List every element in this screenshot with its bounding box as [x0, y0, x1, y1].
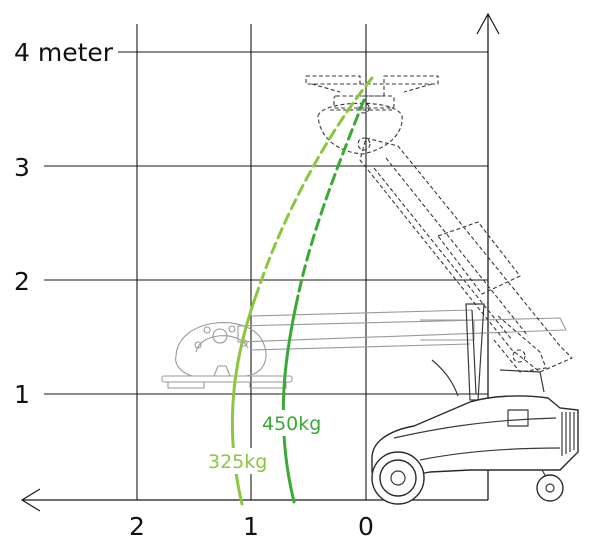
- x-tick-label-0: 0: [358, 512, 374, 541]
- y-tick-label-1: 1: [14, 380, 30, 409]
- capacity-label-325kg: 325kg: [208, 451, 267, 473]
- x-tick-label-2: 2: [129, 512, 145, 541]
- capacity-curve-450kg-dashed: [296, 98, 366, 298]
- y-axis-arrow: [476, 12, 500, 35]
- y-tick-label-2: 2: [14, 267, 30, 296]
- x-axis-arrow: [20, 488, 41, 512]
- capacity-label-450kg: 450kg: [262, 413, 321, 435]
- machine-base: [371, 303, 579, 505]
- boom-lowered-position: [161, 309, 567, 389]
- capacity-curve-450kg-solid: [281, 294, 300, 504]
- label-bg-325kg: [204, 448, 276, 474]
- y-tick-label-4: 4 meter: [14, 38, 114, 67]
- capacity-curves: [230, 76, 374, 506]
- y-tick-label-3: 3: [14, 153, 30, 182]
- capacity-curve-325kg-dashed: [256, 76, 374, 292]
- x-tick-label-1: 1: [243, 512, 259, 541]
- label-bg-450kg: [258, 410, 328, 436]
- boom-raised-position: [305, 75, 573, 373]
